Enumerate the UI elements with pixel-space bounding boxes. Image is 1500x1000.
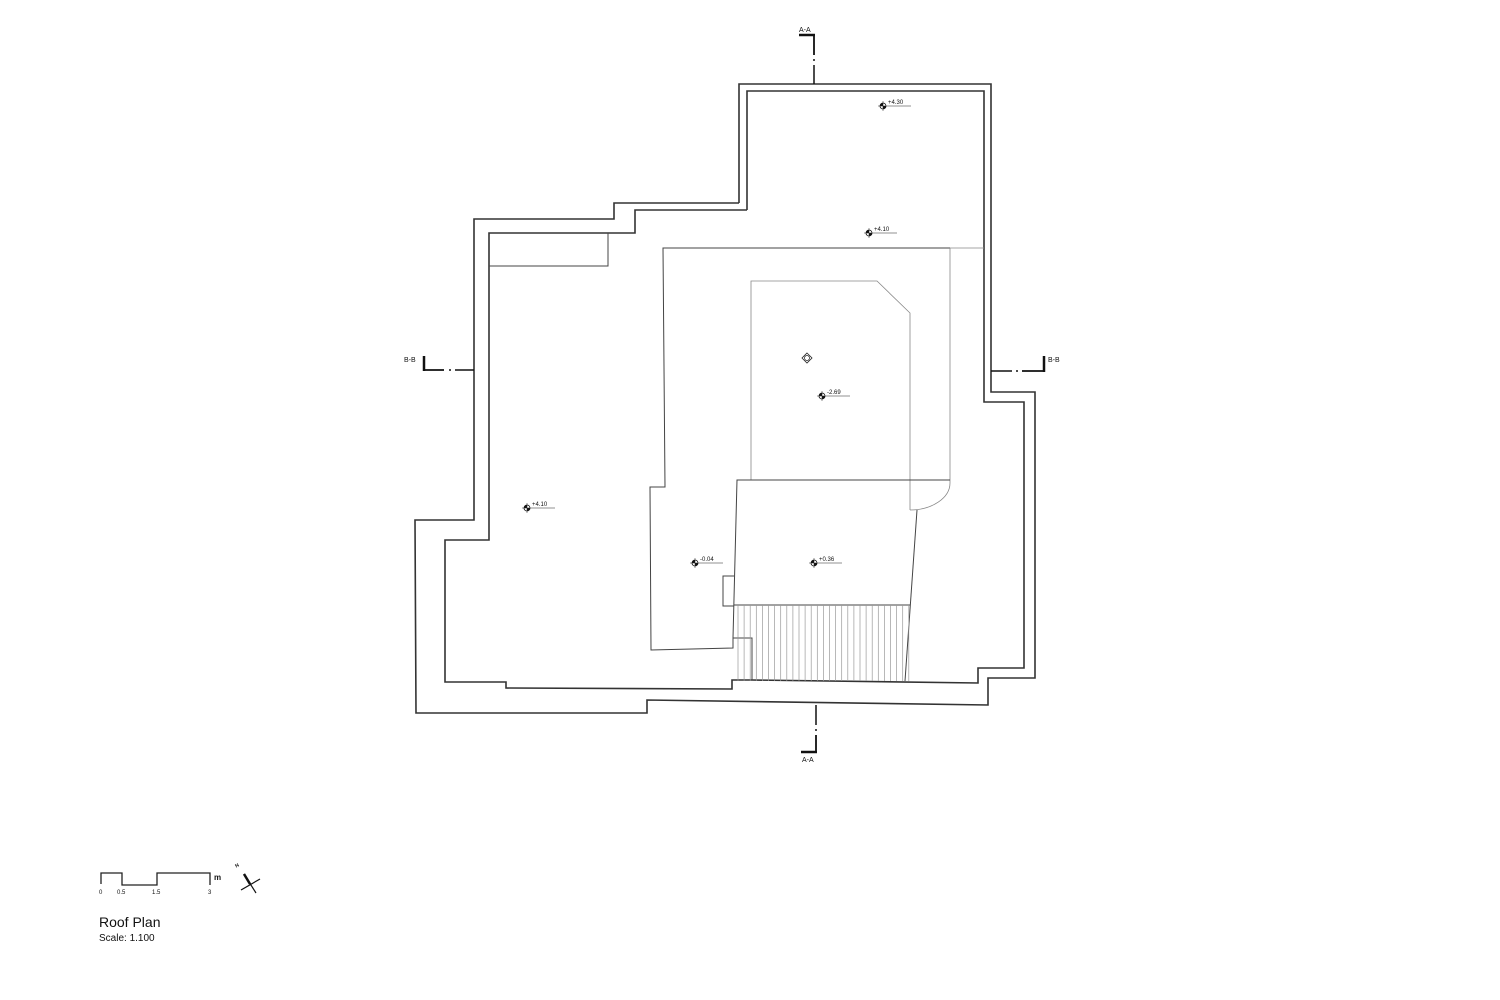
spot-level-label: +4.30 [888,100,904,106]
spot-level-marker: +0.36 [809,557,842,568]
outer-wall [414,83,1036,714]
spot-level-marker: -2.69 [817,390,850,401]
section-marker-b-right: B-B [991,356,1060,372]
spot-level-marker: +4.10 [864,227,897,238]
drawing-title: Roof Plan [99,914,161,930]
section-label: A-A [799,27,811,34]
spot-level-label: -2.69 [827,390,841,396]
spot-level-label: +4.10 [874,227,890,233]
section-marker-a-bottom: A-A [801,705,817,764]
section-marker-a-top: A-A [799,27,815,84]
spot-level-label: +0.36 [819,557,835,563]
curved-wall [909,482,951,511]
scale-tick: 0.5 [117,890,126,896]
section-label: A-A [802,757,814,764]
drawing-scale: Scale: 1.100 [99,933,155,944]
spot-level-marker: +4.10 [522,502,555,513]
inner-wall [444,90,1025,690]
scale-tick: 3 [208,890,212,896]
courtyard-outline [649,247,950,680]
spot-level-marker: +4.30 [878,100,911,111]
section-label: B-B [404,357,416,364]
deck-hatch [737,605,910,681]
sunken-room [750,280,911,510]
north-label: N [234,862,240,869]
lower-room [732,479,950,639]
scale-unit: m [214,873,221,882]
drain-symbol [801,352,813,364]
scale-tick: 0 [99,890,103,896]
lower-room-right-wall [904,509,918,682]
spot-level-marker: -0.04 [690,557,723,568]
spot-level-label: +4.10 [532,502,548,508]
north-arrow-icon: N [234,862,261,894]
scale-tick: 1.5 [152,890,161,896]
spot-level-label: -0.04 [700,557,714,563]
storage-room [489,233,609,267]
section-label: B-B [1048,357,1060,364]
scale-bar: 0 0.5 1.5 3 m [99,872,221,896]
step-box [722,575,734,607]
section-marker-b-left: B-B [404,356,474,371]
